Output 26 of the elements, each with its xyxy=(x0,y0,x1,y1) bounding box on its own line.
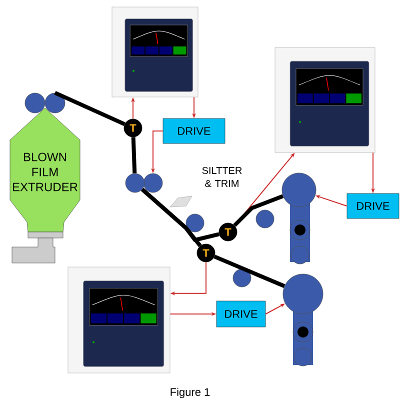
controller-drawing xyxy=(112,6,198,98)
roller xyxy=(186,214,204,232)
drive-box: DRIVE xyxy=(346,193,400,219)
drive-box: DRIVE xyxy=(216,300,266,328)
roller xyxy=(282,274,324,314)
drive-box: DRIVE xyxy=(162,118,226,144)
tension-sensor: T xyxy=(124,118,142,138)
roller xyxy=(232,268,252,288)
controller-drawing xyxy=(68,266,170,374)
figure-caption: Figure 1 xyxy=(170,388,210,398)
roller xyxy=(282,172,316,208)
film-web-line xyxy=(131,137,137,174)
roller xyxy=(24,92,46,114)
tension-sensor: T xyxy=(196,244,216,262)
roller xyxy=(256,210,274,228)
roller xyxy=(44,92,66,114)
film-web-line xyxy=(233,194,284,227)
tension-sensor: T xyxy=(218,222,238,242)
slitter-label: SILTTER & TRIM xyxy=(202,166,242,188)
controller-drawing xyxy=(274,47,376,153)
film-web-line xyxy=(140,188,202,248)
roller xyxy=(143,173,163,193)
film-web-line xyxy=(214,254,286,288)
film-web-line xyxy=(54,90,126,126)
extruder: BLOWN FILM EXTRUDER xyxy=(10,108,80,264)
roller xyxy=(125,173,145,193)
